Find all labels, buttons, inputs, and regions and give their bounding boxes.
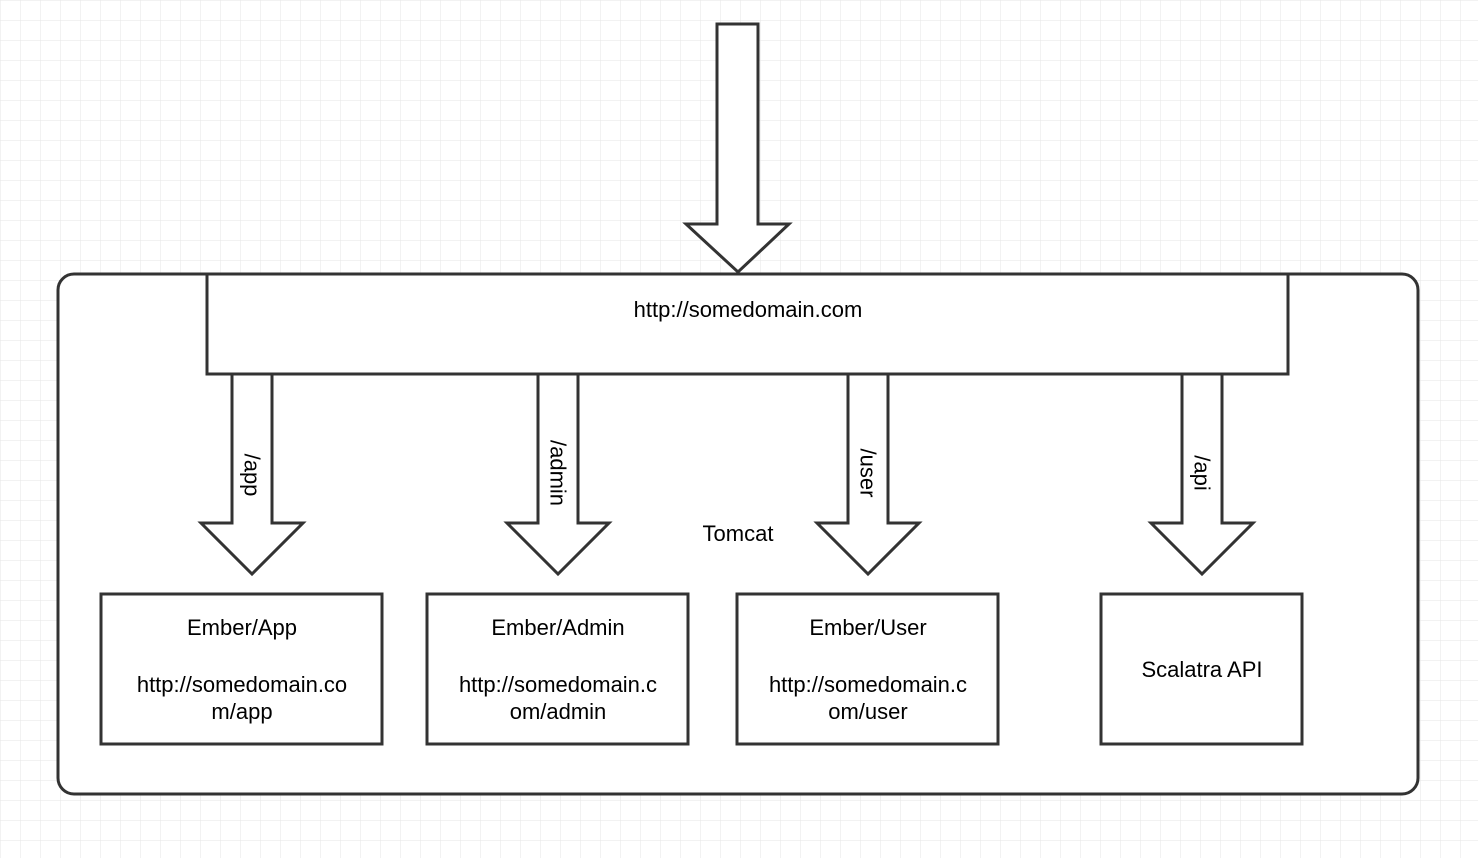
target-url-line1-ember-app: http://somedomain.co (137, 672, 347, 697)
route-arrow-app (197, 372, 307, 577)
target-url-line2-ember-admin: om/admin (510, 699, 607, 724)
entry-box (205, 272, 1290, 376)
route-label-api: /api (1190, 455, 1215, 490)
target-url-line2-ember-app: m/app (211, 699, 272, 724)
target-url-line2-ember-user: om/user (828, 699, 907, 724)
target-title-ember-admin: Ember/Admin (491, 615, 624, 640)
target-box-ember-app (99, 592, 384, 746)
target-box-scalatra-api (1099, 592, 1304, 746)
target-box-ember-admin (425, 592, 690, 746)
route-label-user: /user (856, 449, 881, 498)
route-arrow-user (813, 372, 923, 577)
target-url-line1-ember-admin: http://somedomain.c (459, 672, 657, 697)
route-label-app: /app (240, 454, 265, 497)
target-box-ember-user (735, 592, 1000, 746)
incoming-request-arrow (682, 22, 793, 275)
target-title-scalatra-api: Scalatra API (1141, 657, 1262, 682)
entry-label: http://somedomain.com (634, 297, 863, 322)
route-label-admin: /admin (546, 440, 571, 506)
target-url-line1-ember-user: http://somedomain.c (769, 672, 967, 697)
target-title-ember-app: Ember/App (187, 615, 297, 640)
container-label: Tomcat (703, 521, 774, 546)
route-arrow-api (1147, 372, 1257, 577)
target-title-ember-user: Ember/User (809, 615, 926, 640)
route-arrow-admin (503, 372, 613, 577)
